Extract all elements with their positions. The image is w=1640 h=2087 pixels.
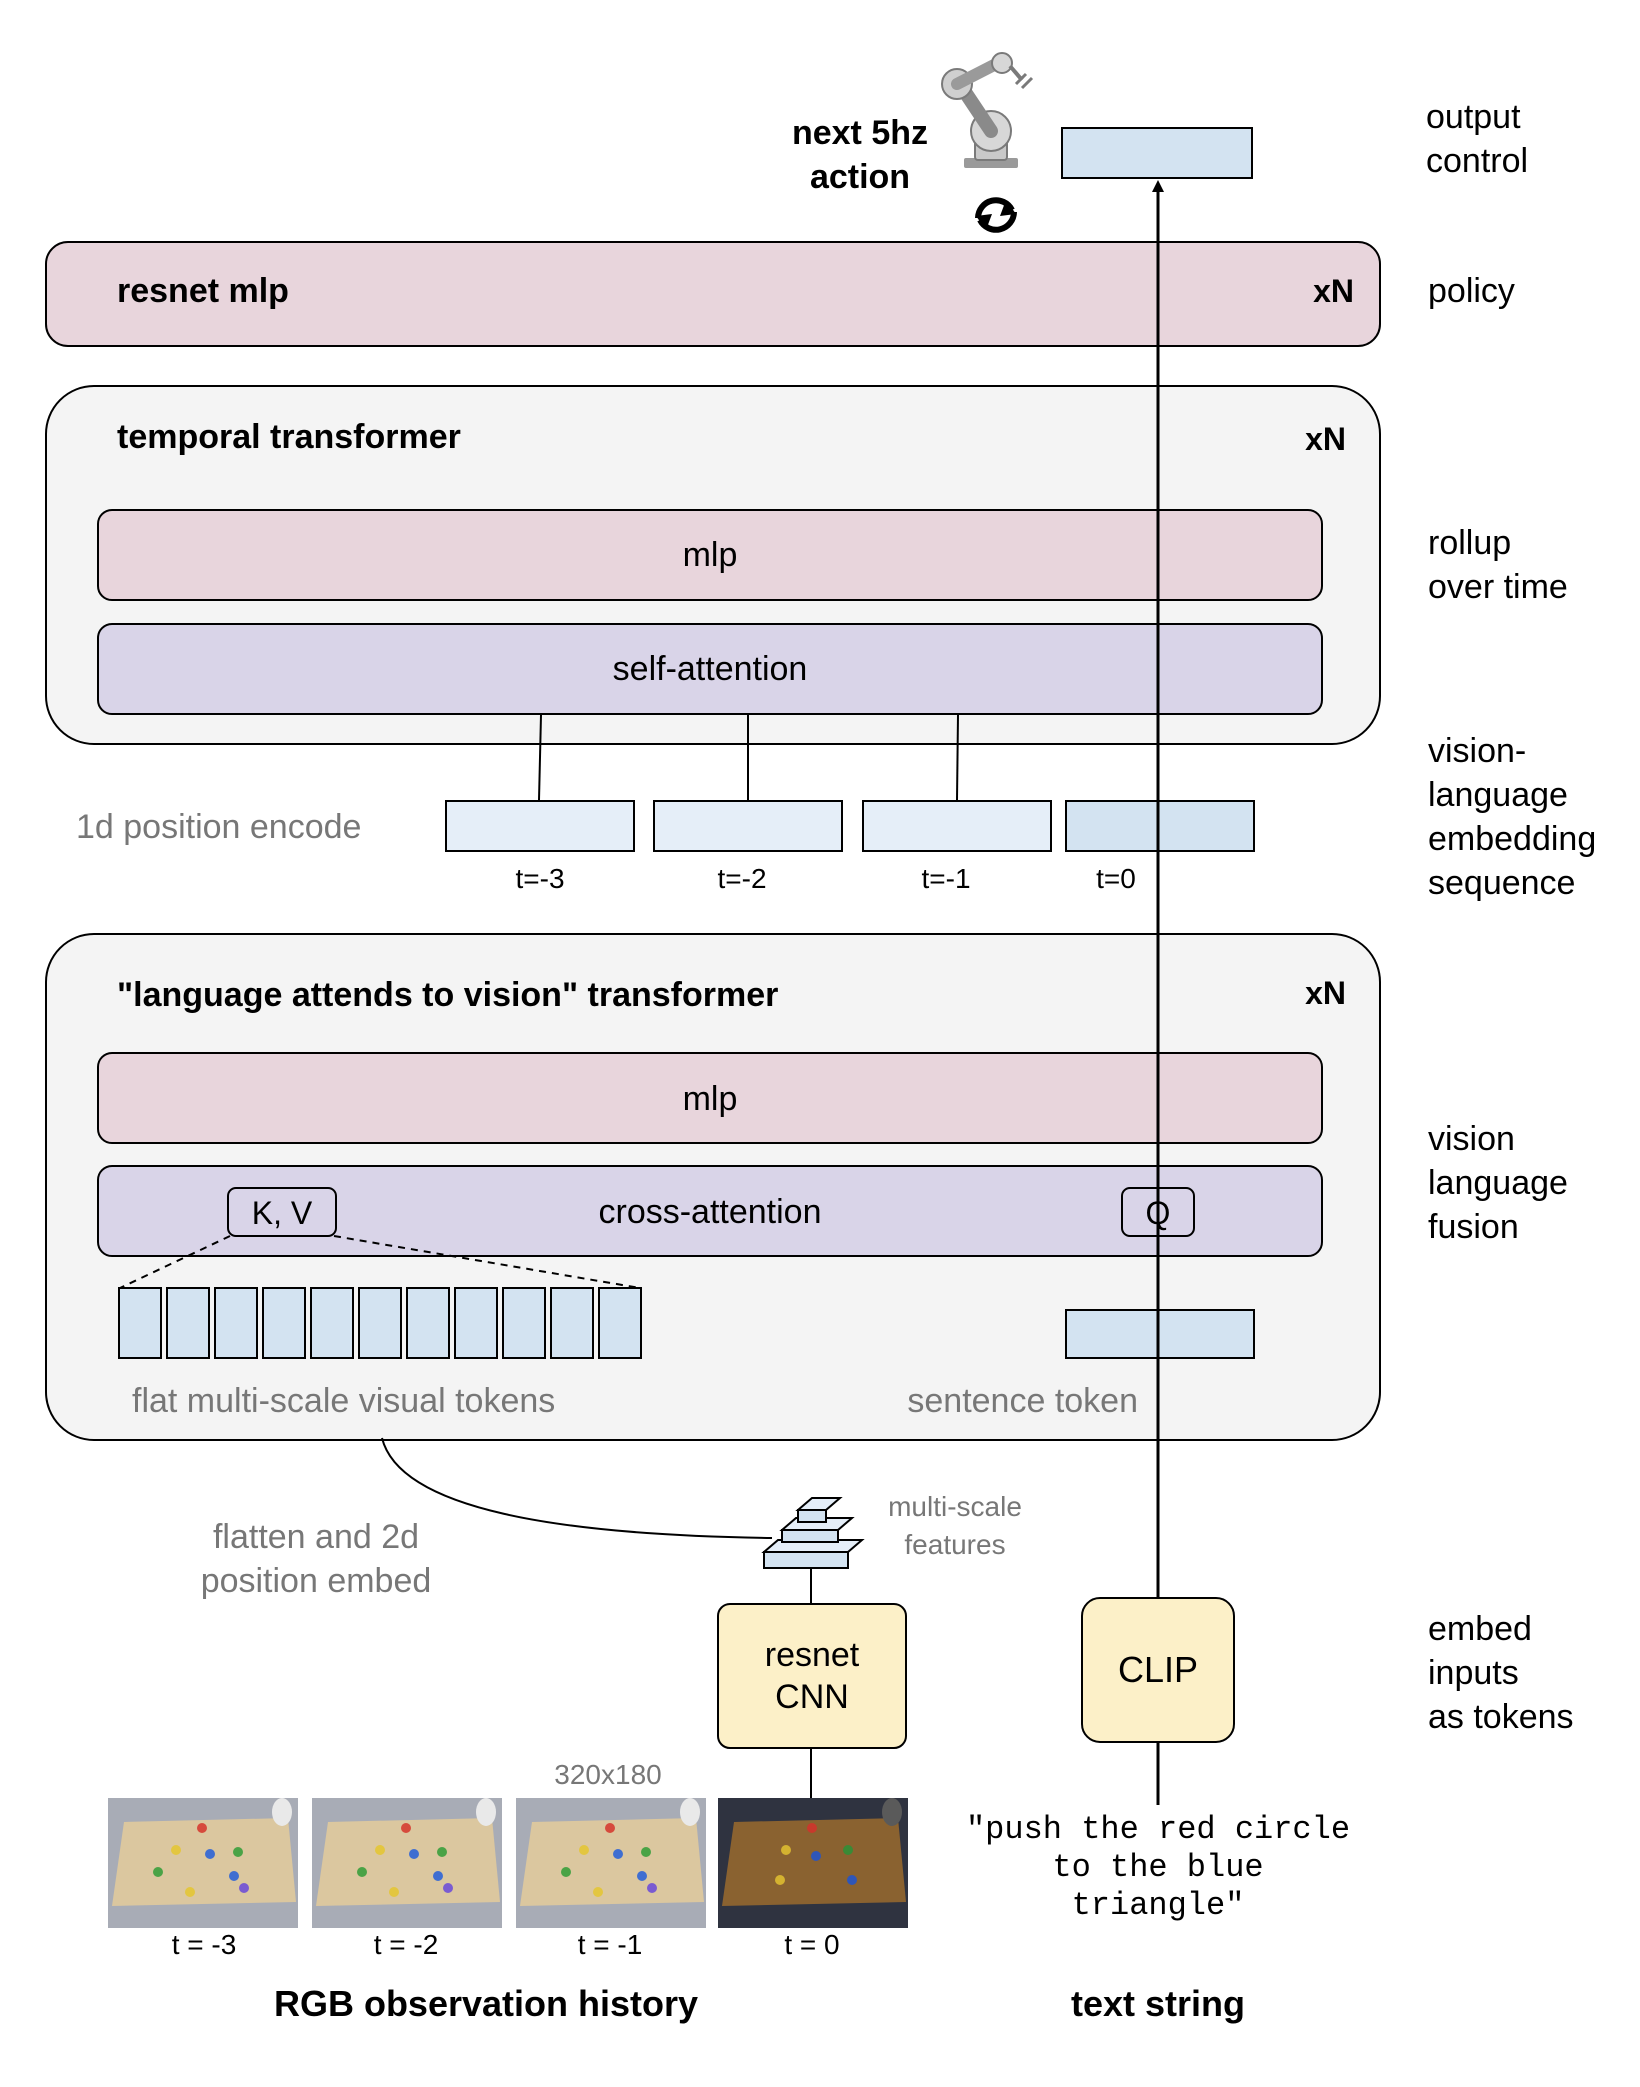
visual-token [358,1287,402,1359]
resnet-cnn-block [717,1603,907,1749]
policy-block: resnet mlp xN [45,241,1381,347]
position-encode-label: 1d position encode [76,808,361,846]
visual-token [406,1287,450,1359]
policy-repeat: xN [1313,273,1354,309]
token-connector [956,714,959,801]
stage-sequence-line4: sequence [1428,864,1575,902]
fusion-title: "language attends to vision" transformer [117,976,778,1014]
visual-token [118,1287,162,1359]
stage-embed-line3: as tokens [1428,1698,1574,1736]
refresh-cycle-icon [975,197,1017,233]
visual-token [550,1287,594,1359]
sequence-token-t-3 [445,800,635,852]
visual-tokens [118,1287,642,1359]
frame-time-label: t = -2 [374,1929,439,1960]
output-action-token [1061,127,1253,179]
visual-token [502,1287,546,1359]
text-string-title: text string [1071,1983,1245,2024]
stage-sequence-line1: vision- [1428,732,1526,770]
clip-block [1081,1597,1235,1743]
stage-embed-line2: inputs [1428,1654,1519,1692]
stage-output-line1: output [1426,98,1521,136]
sequence-token-t-2 [653,800,843,852]
action-label-line2: action [810,158,910,196]
temporal-title: temporal transformer [117,418,461,456]
sentence-token-label: sentence token [907,1382,1138,1420]
stage-rollup-line1: rollup [1428,524,1511,562]
sequence-time-label: t=-1 [921,863,970,894]
instruction-text-line2: to the blue [1052,1849,1263,1886]
visual-token [214,1287,258,1359]
fusion-repeat: xN [1305,975,1346,1011]
instruction-text-line3: triangle" [1072,1887,1245,1924]
observation-frame-current [718,1798,908,1928]
cross-attention-layer [97,1165,1323,1257]
temporal-mlp-layer [97,509,1323,601]
clip-label: CLIP [1118,1649,1198,1690]
instruction-text-line1: "push the red circle [966,1811,1350,1848]
temporal-repeat: xN [1305,421,1346,457]
multiscale-label-line1: multi-scale [888,1491,1022,1522]
fusion-transformer-block: "language attends to vision" transformer… [45,933,1381,1441]
sentence-token [1065,1309,1255,1359]
rgb-history-title: RGB observation history [274,1983,698,2024]
visual-tokens-label: flat multi-scale visual tokens [132,1382,555,1420]
visual-token [262,1287,306,1359]
multiscale-label-line2: features [904,1529,1005,1560]
visual-token [598,1287,642,1359]
cnn-label-line1: resnet [765,1636,860,1674]
resolution-label: 320x180 [554,1759,661,1790]
stage-sequence-line3: embedding [1428,820,1596,858]
cnn-label-line2: CNN [775,1678,849,1716]
stage-policy: policy [1428,272,1515,310]
frame-time-label: t = 0 [784,1929,839,1960]
robot-arm-icon [941,52,1034,168]
frame-time-label: t = -1 [578,1929,643,1960]
kv-box [227,1187,337,1237]
sequence-token-t-1 [862,800,1052,852]
cross-attention-label: cross-attention [599,1193,822,1231]
frame-time-label: t = -3 [172,1929,237,1960]
visual-token [454,1287,498,1359]
action-label-line1: next 5hz [792,114,928,152]
flatten-label-line1: flatten and 2d [213,1518,419,1556]
visual-token [310,1287,354,1359]
stage-fusion-line3: fusion [1428,1208,1519,1246]
self-attention-label: self-attention [613,650,808,688]
flatten-connector [381,1437,773,1539]
stage-rollup-line2: over time [1428,568,1568,606]
stage-fusion-line1: vision [1428,1120,1515,1158]
sequence-time-label: t=-2 [717,863,766,894]
policy-title: resnet mlp [117,272,289,310]
temporal-transformer-block: temporal transformer xN mlp self-attenti… [45,385,1381,745]
observation-frame [516,1798,706,1928]
fusion-mlp-label: mlp [683,1080,738,1118]
self-attention-layer [97,623,1323,715]
sequence-time-label: t=0 [1096,863,1136,894]
temporal-mlp-label: mlp [683,536,738,574]
observation-frame [312,1798,502,1928]
stage-output-line2: control [1426,142,1528,180]
kv-label: K, V [252,1195,313,1231]
visual-token [166,1287,210,1359]
stage-sequence-line2: language [1428,776,1568,814]
sequence-token-t0 [1065,800,1255,852]
stage-embed-line1: embed [1428,1610,1532,1648]
flatten-label-line2: position embed [201,1562,432,1600]
observation-frame [108,1798,298,1928]
stage-fusion-line2: language [1428,1164,1568,1202]
token-connector [538,714,542,801]
fusion-mlp-layer [97,1052,1323,1144]
multi-scale-pyramid-icon [761,1497,865,1569]
sequence-time-label: t=-3 [515,863,564,894]
